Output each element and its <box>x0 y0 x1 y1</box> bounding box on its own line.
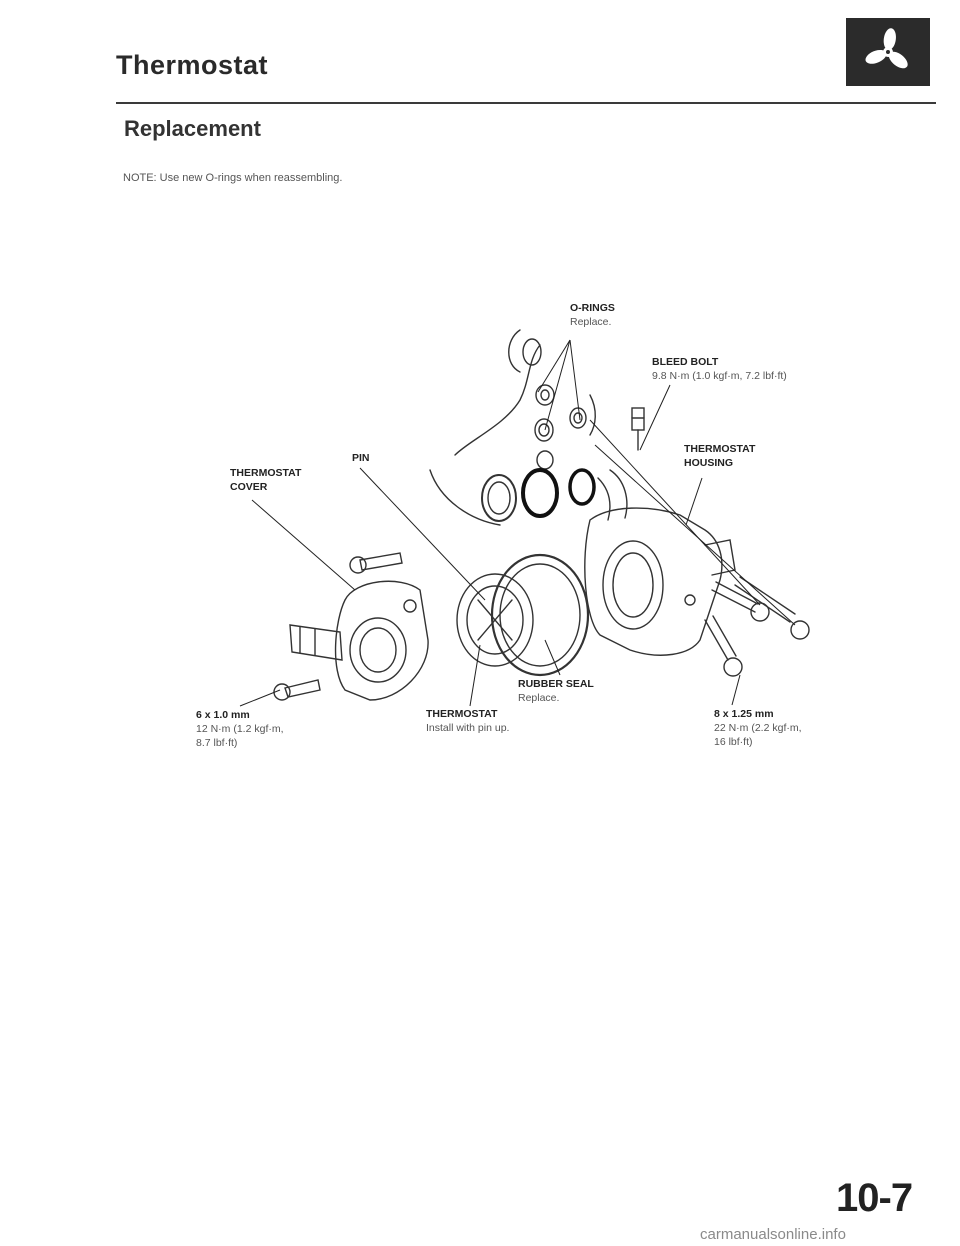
bolt-8mm-callout: 8 x 1.25 mm 22 N·m (2.2 kgf·m, 16 lbf·ft… <box>714 708 802 750</box>
thermostat-cover <box>289 580 429 701</box>
bolts <box>273 552 810 701</box>
bolt-6mm-torque-2: 8.7 lbf·ft) <box>196 736 238 749</box>
o-rings-callout: O-RINGS Replace. <box>570 302 615 330</box>
bolt-6mm-callout: 6 x 1.0 mm 12 N·m (1.2 kgf·m, 8.7 lbf·ft… <box>196 709 284 751</box>
watermark: carmanualsonline.info <box>700 1226 846 1243</box>
thermostat-housing-label: THERMOSTAT HOUSING <box>684 443 756 469</box>
coolant-rings <box>481 468 596 522</box>
o-rings-label: O-RINGS <box>570 302 615 314</box>
rubber-seal-note: Replace. <box>518 691 560 704</box>
thermostat-note: Install with pin up. <box>426 721 510 734</box>
thermostat-part <box>456 553 590 677</box>
bleed-bolt <box>631 407 645 451</box>
thermostat-label: THERMOSTAT <box>426 708 498 720</box>
thermostat-callout: THERMOSTAT Install with pin up. <box>426 708 509 736</box>
engine-block-outline <box>429 329 596 526</box>
pin-label: PIN <box>352 452 370 464</box>
pin-callout: PIN <box>352 452 370 466</box>
thermostat-cover-label: THERMOSTAT COVER <box>230 467 302 493</box>
o-rings-note: Replace. <box>570 315 612 328</box>
section-heading: Replacement <box>124 116 261 141</box>
page-number: 10-7 <box>836 1176 913 1220</box>
callout-leaders <box>239 339 796 707</box>
rubber-seal-callout: RUBBER SEAL Replace. <box>518 678 594 706</box>
page-title: Thermostat <box>116 50 269 80</box>
bolt-6mm-size: 6 x 1.0 mm <box>196 709 250 721</box>
title-divider <box>116 102 936 104</box>
bleed-bolt-callout: BLEED BOLT 9.8 N·m (1.0 kgf·m, 7.2 lbf·f… <box>652 356 787 384</box>
reassembly-note: NOTE: Use new O-rings when reassembling. <box>123 172 343 184</box>
thermostat-cover-callout: THERMOSTAT COVER <box>230 467 326 495</box>
bolt-8mm-size: 8 x 1.25 mm <box>714 708 774 720</box>
bolt-8mm-torque-2: 16 lbf·ft) <box>714 735 753 748</box>
bleed-bolt-torque: 9.8 N·m (1.0 kgf·m, 7.2 lbf·ft) <box>652 369 787 382</box>
bolt-8mm-torque-1: 22 N·m (2.2 kgf·m, <box>714 721 802 734</box>
cooling-fan-icon <box>846 18 930 86</box>
thermostat-housing-callout: THERMOSTAT HOUSING <box>684 443 784 471</box>
rubber-seal-label: RUBBER SEAL <box>518 678 594 690</box>
thermostat-housing <box>584 469 736 656</box>
bolt-6mm-torque-1: 12 N·m (1.2 kgf·m, <box>196 722 284 735</box>
bleed-bolt-label: BLEED BOLT <box>652 356 719 368</box>
